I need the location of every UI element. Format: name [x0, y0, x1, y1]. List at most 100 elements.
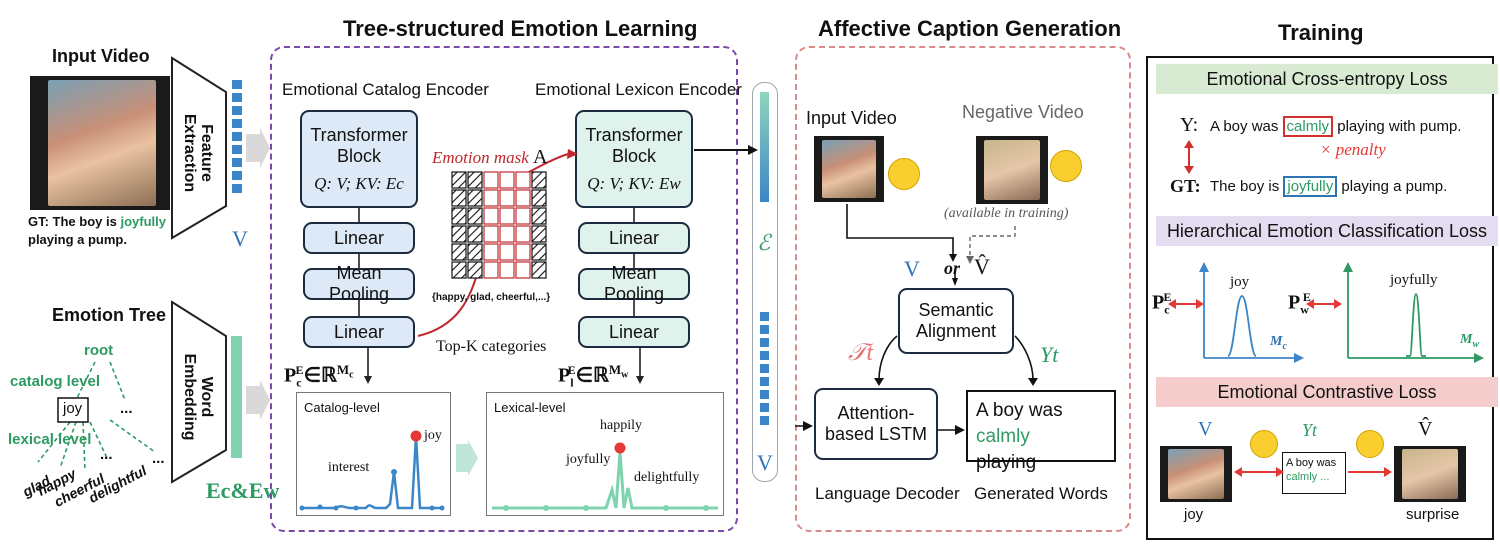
- mask-cell-masked: [531, 207, 547, 225]
- negative-video-label: Negative Video: [962, 102, 1084, 122]
- epsilon-v-label: V: [757, 450, 773, 475]
- mask-cell-kept: [515, 225, 531, 243]
- tree-dots-1: ...: [120, 400, 133, 417]
- contrast-joy-emoji-icon: [1250, 430, 1278, 458]
- mask-cell-kept: [515, 243, 531, 261]
- tree-catalog-level: catalog level: [10, 373, 101, 390]
- hier-pw-label: PwE: [1288, 290, 1311, 317]
- gt-caption: GT: The boy is joyfully: [28, 214, 166, 229]
- emotion-mask-grid: [451, 171, 547, 279]
- hier-joyfully-label: joyfully: [1390, 272, 1438, 288]
- catalog-plot-curve: [299, 430, 445, 511]
- mask-cell-masked: [467, 189, 483, 207]
- epsilon-column: [752, 82, 778, 482]
- catalog-level-plot: [296, 392, 451, 516]
- catalog-peak-joy: joy: [424, 428, 442, 443]
- mask-cell-masked: [531, 189, 547, 207]
- hier-loss-band: Hierarchical Emotion Classification Loss: [1156, 216, 1498, 246]
- mask-cell-kept: [483, 261, 499, 279]
- negative-video-frame: [984, 140, 1040, 200]
- caption-section-border: [795, 46, 1131, 532]
- mask-cell-kept: [515, 171, 531, 189]
- ce-penalty: × penalty: [1320, 140, 1386, 159]
- caption-input-video-label: Input Video: [806, 108, 897, 128]
- attention-lstm-block: Attention-based LSTM: [814, 388, 938, 460]
- tree-root: root: [84, 342, 114, 359]
- mask-cell-masked: [467, 243, 483, 261]
- hier-pc-label: PcE: [1152, 290, 1172, 317]
- lexical-plot-curve: [492, 442, 718, 511]
- pl-formula: PlE∈ℝMw: [558, 362, 629, 390]
- mask-cell-masked: [467, 171, 483, 189]
- catalog-transformer-block: Transformer Block Q: V; KV: Ec: [300, 110, 418, 208]
- emotion-tree-label: Emotion Tree: [52, 305, 167, 325]
- contrast-caption-box: A boy was calmly ...: [1282, 452, 1346, 494]
- lexical-peak-delightfully: delightfully: [634, 470, 700, 485]
- hier-plots: [1168, 262, 1484, 363]
- lexicon-encoder-title: Emotional Lexicon Encoder: [535, 80, 742, 99]
- catalog-peak-interest: interest: [328, 460, 370, 475]
- contrast-yt-label: Yt: [1302, 420, 1318, 440]
- tree-dots-2: ...: [100, 446, 113, 463]
- mask-cell-masked: [467, 225, 483, 243]
- or-label: or: [944, 258, 961, 278]
- mask-cell-kept: [499, 207, 515, 225]
- hier-joy-label: joy: [1230, 274, 1250, 290]
- tree-lexical-level: lexical level: [8, 431, 92, 448]
- contrast-v-label: V: [1198, 418, 1213, 440]
- mask-cell-masked: [531, 261, 547, 279]
- catalog-encoder-title: Emotional Catalog Encoder: [282, 80, 489, 99]
- mask-cell-kept: [483, 171, 499, 189]
- mask-cell-kept: [483, 225, 499, 243]
- video-feature-column: [232, 80, 242, 193]
- lexical-peak-happily: happily: [600, 418, 642, 433]
- contrast-joy-label: joy: [1184, 506, 1204, 523]
- training-panel: Emotional Cross-entropy Loss Hierarchica…: [1146, 56, 1498, 540]
- mask-cell-masked: [531, 171, 547, 189]
- input-video-frame: [48, 80, 156, 206]
- mask-cell-kept: [499, 243, 515, 261]
- mask-cell-kept: [515, 207, 531, 225]
- hier-mw-label: Mw: [1460, 332, 1480, 350]
- ec-ew-label: Ec&Ew: [206, 478, 280, 503]
- catalog-linear-1: Linear: [303, 222, 415, 254]
- training-section-title: Training: [1278, 20, 1364, 45]
- ce-gt-label: GT:: [1170, 176, 1201, 196]
- mask-cell-masked: [451, 243, 467, 261]
- tree-joy-node: joy: [63, 400, 83, 417]
- lexicon-to-epsilon-arrow: [694, 145, 758, 155]
- caption-section-title: Affective Caption Generation: [818, 16, 1122, 41]
- tree-section-title: Tree-structured Emotion Learning: [343, 16, 698, 41]
- mask-cell-masked: [451, 171, 467, 189]
- emotion-mask-caption: {happy, glad, cheerful,...}: [432, 292, 551, 303]
- ce-gt-sentence: The boy is joyfully playing a pump.: [1210, 176, 1448, 197]
- caption-flow-lines: [795, 204, 1038, 435]
- catalog-plot-title: Catalog-level: [304, 400, 380, 415]
- input-video-label: Input Video: [52, 46, 150, 66]
- contrast-surprise-frame: [1402, 449, 1458, 499]
- emotion-tree-diagram: [37, 361, 156, 471]
- contrast-surprise-emoji-icon: [1356, 430, 1384, 458]
- contrast-arrows: [1234, 467, 1392, 477]
- contrast-surprise-label: surprise: [1406, 506, 1460, 523]
- semantic-alignment-block: Semantic Alignment: [898, 288, 1014, 354]
- gt-caption-line2: playing a pump.: [28, 232, 127, 247]
- generated-words-block: A boy was calmly playing: [966, 390, 1116, 473]
- tree-section-border: [270, 46, 738, 532]
- word-embedding-label: Word Embedding: [181, 353, 215, 441]
- lexical-plot-title: Lexical-level: [494, 400, 566, 415]
- caption-input-frame: [822, 140, 876, 198]
- v-hat-label: V̂: [974, 254, 990, 279]
- mask-cell-kept: [483, 189, 499, 207]
- catalog-linear-2: Linear: [303, 316, 415, 348]
- lexical-peak-joyfully: joyfully: [566, 452, 611, 467]
- mask-cell-masked: [451, 225, 467, 243]
- epsilon-label: ℰ: [757, 230, 771, 255]
- feature-extraction-label: Feature Extraction: [181, 113, 215, 193]
- contrast-loss-band: Emotional Contrastive Loss: [1156, 377, 1498, 407]
- ce-y-label: Y:: [1180, 114, 1199, 136]
- available-in-training: (available in training): [944, 206, 1069, 221]
- grey-arrow-bottom: [246, 380, 270, 420]
- word-embedding-block: [171, 300, 227, 484]
- catalog-mean-pooling: Mean Pooling: [303, 263, 415, 304]
